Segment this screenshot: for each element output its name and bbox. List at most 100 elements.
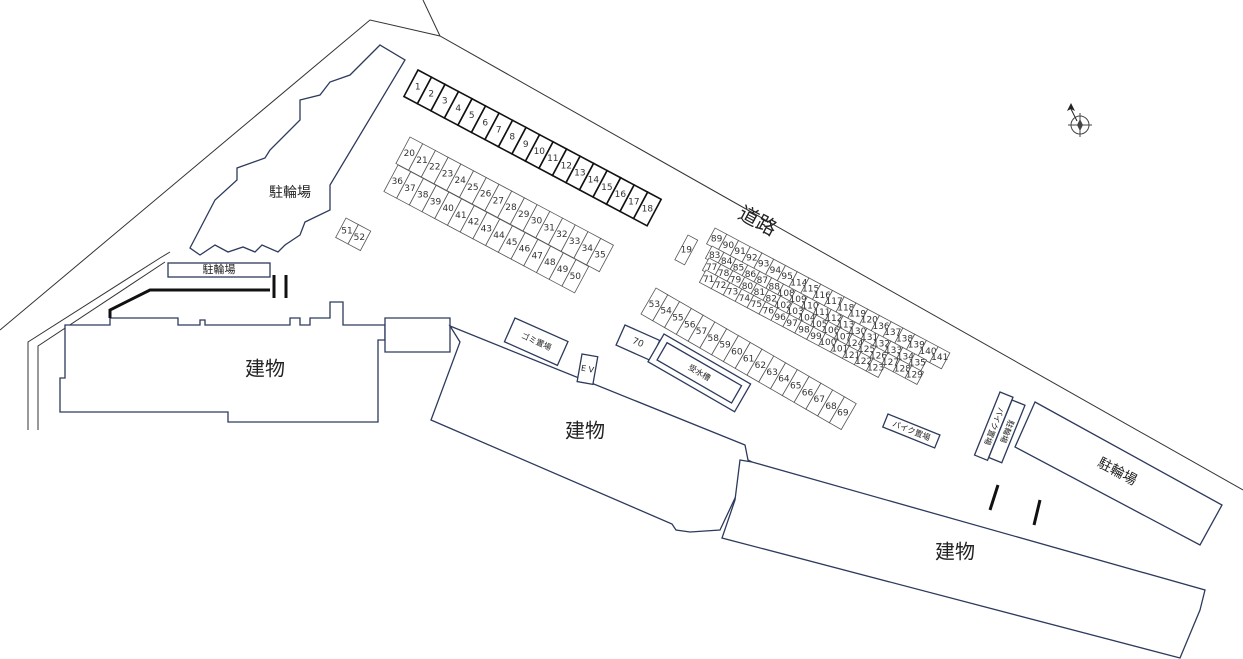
svg-text:93: 93 [758,260,769,270]
svg-text:28: 28 [505,203,517,213]
svg-text:100: 100 [819,338,836,348]
svg-text:37: 37 [404,184,415,194]
svg-text:6: 6 [482,118,488,128]
svg-text:57: 57 [696,327,707,337]
svg-text:76: 76 [763,307,775,317]
svg-text:26: 26 [480,190,492,200]
svg-text:52: 52 [354,233,365,243]
svg-text:124: 124 [846,339,863,349]
bike-parking-top-label: 駐輪場 [269,184,311,201]
svg-text:4: 4 [455,104,461,114]
svg-text:50: 50 [570,272,582,282]
svg-text:140: 140 [919,347,936,357]
svg-text:141: 141 [931,353,948,363]
svg-text:74: 74 [739,294,751,304]
building-left-annex [384,317,451,353]
svg-text:7: 7 [496,125,502,135]
svg-text:90: 90 [723,241,735,251]
parking-stall: 18 [632,191,663,227]
bike-parking-top [189,44,406,256]
bike-parking-small-label: 駐輪場 [203,262,236,276]
svg-text:95: 95 [781,272,792,282]
svg-text:94: 94 [770,266,782,276]
svg-text:135: 135 [909,359,926,369]
svg-text:102: 102 [775,301,792,311]
building-left-label: 建物 [245,357,285,381]
svg-text:23: 23 [442,169,453,179]
building-left [59,301,386,423]
stall-70-label: 70 [630,336,645,350]
svg-text:105: 105 [810,320,827,330]
svg-text:39: 39 [430,197,442,207]
parking-stall: 52 [347,224,372,252]
parking-stall: 71 [698,269,719,290]
parking-stall: 69 [828,396,857,431]
svg-text:8: 8 [509,133,515,143]
svg-text:138: 138 [896,334,913,344]
svg-text:101: 101 [831,345,848,355]
svg-text:44: 44 [493,231,505,241]
svg-text:86: 86 [745,270,757,280]
svg-text:82: 82 [766,295,777,305]
svg-text:111: 111 [813,308,830,318]
svg-text:120: 120 [861,316,878,326]
ev-label: E V [580,364,595,375]
svg-text:67: 67 [814,395,825,405]
svg-text:85: 85 [733,264,744,274]
svg-text:113: 113 [837,321,854,331]
svg-text:127: 127 [882,358,899,368]
svg-text:136: 136 [872,322,889,332]
bike-parking-right [1014,401,1223,546]
svg-text:24: 24 [454,176,466,186]
svg-text:78: 78 [718,269,730,279]
svg-text:96: 96 [774,313,786,323]
svg-text:109: 109 [790,295,807,305]
svg-text:99: 99 [810,332,822,342]
svg-text:59: 59 [719,341,731,351]
svg-text:41: 41 [455,211,466,221]
svg-text:122: 122 [855,357,872,367]
svg-text:72: 72 [715,281,726,291]
svg-text:91: 91 [734,247,745,257]
svg-text:22: 22 [429,163,440,173]
svg-text:103: 103 [787,307,804,317]
svg-text:21: 21 [416,156,427,166]
svg-text:12: 12 [561,161,572,171]
north-arrow-icon [1067,103,1092,137]
svg-text:131: 131 [861,333,878,343]
svg-text:25: 25 [467,183,478,193]
svg-text:110: 110 [801,302,818,312]
svg-text:27: 27 [493,196,504,206]
svg-text:5: 5 [469,111,475,121]
svg-text:60: 60 [731,347,743,357]
building-right [721,459,1206,659]
parking-stall: 101 [830,339,850,359]
svg-text:18: 18 [642,204,654,214]
svg-text:56: 56 [684,320,696,330]
svg-text:71: 71 [703,275,714,285]
svg-text:75: 75 [751,300,762,310]
svg-text:55: 55 [672,313,683,323]
building-center-label: 建物 [565,419,605,443]
parking-stall: 141 [929,346,951,370]
svg-text:2: 2 [428,90,434,100]
svg-text:48: 48 [544,258,556,268]
parking-stalls: 1234567891011121314151617182021222324252… [335,68,951,431]
svg-text:34: 34 [582,244,594,254]
svg-text:51: 51 [341,226,352,236]
svg-text:47: 47 [531,251,542,261]
svg-text:46: 46 [519,245,531,255]
svg-text:20: 20 [404,149,416,159]
svg-text:10: 10 [534,147,546,157]
svg-text:35: 35 [594,251,605,261]
svg-text:133: 133 [885,346,902,356]
svg-text:31: 31 [543,223,554,233]
svg-text:81: 81 [754,288,765,298]
svg-text:129: 129 [906,371,923,381]
svg-text:13: 13 [574,169,585,179]
svg-text:40: 40 [442,204,454,214]
svg-text:130: 130 [849,327,866,337]
svg-text:53: 53 [649,300,660,310]
parking-stall: 19 [674,234,699,266]
svg-text:97: 97 [786,319,797,329]
